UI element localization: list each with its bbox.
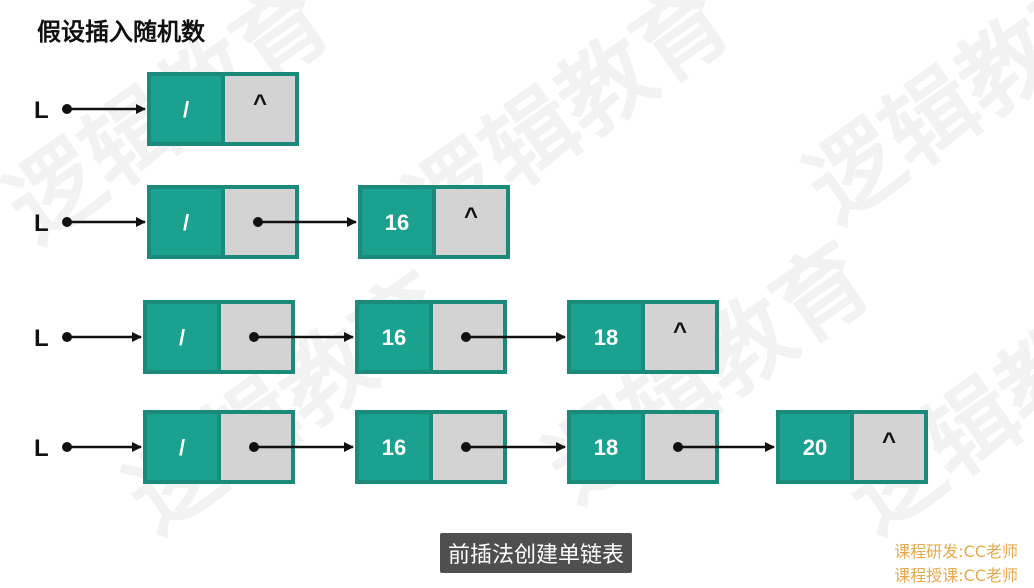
credit-line: 课程授课:CC老师	[894, 566, 1018, 585]
list-row: L / 16 18 ^	[34, 300, 719, 374]
node-value: 18	[594, 435, 618, 460]
credit-line: 课程研发:CC老师	[894, 542, 1018, 561]
node-value: 16	[382, 325, 406, 350]
data-cell	[359, 414, 429, 480]
node-value: /	[183, 97, 189, 122]
null-pointer: ^	[882, 428, 896, 455]
data-cell	[362, 189, 432, 255]
list-row: L / 16 18 20 ^	[34, 410, 928, 484]
list-node: /^	[147, 72, 299, 146]
pointer-cell	[436, 189, 506, 255]
list-row: L/^	[34, 72, 299, 146]
node-value: 18	[594, 325, 618, 350]
credits: 课程研发:CC老师 课程授课:CC老师	[894, 540, 1018, 588]
node-value: /	[179, 435, 185, 460]
pointer-cell	[645, 304, 715, 370]
list-node: 18	[567, 410, 775, 484]
data-cell	[147, 414, 217, 480]
list-node: /	[147, 185, 357, 259]
node-value: 16	[385, 210, 409, 235]
node-value: 16	[382, 435, 406, 460]
null-pointer: ^	[253, 90, 267, 117]
page-title: 假设插入随机数	[37, 18, 205, 46]
node-value: /	[179, 325, 185, 350]
node-value: /	[183, 210, 189, 235]
caption: 前插法创建单链表	[440, 533, 633, 573]
null-pointer: ^	[464, 203, 478, 230]
head-label: L	[34, 435, 49, 462]
data-cell	[571, 414, 641, 480]
head-label: L	[34, 210, 49, 237]
list-node: 20 ^	[776, 410, 928, 484]
data-cell	[147, 304, 217, 370]
pointer-cell	[225, 76, 295, 142]
data-cell	[151, 189, 221, 255]
head-label: L	[34, 325, 49, 352]
list-node: 16	[355, 300, 566, 374]
list-node: 16 ^	[358, 185, 510, 259]
head-label: L	[34, 97, 49, 124]
node-value: 20	[803, 435, 827, 460]
list-node: 18 ^	[567, 300, 719, 374]
pointer-cell	[854, 414, 924, 480]
list-row: L / 16 ^	[34, 185, 510, 259]
null-pointer: ^	[673, 318, 687, 345]
data-cell	[780, 414, 850, 480]
list-node: /	[143, 410, 354, 484]
data-cell	[571, 304, 641, 370]
list-node: 16	[355, 410, 566, 484]
list-node: /	[143, 300, 354, 374]
data-cell	[151, 76, 221, 142]
data-cell	[359, 304, 429, 370]
